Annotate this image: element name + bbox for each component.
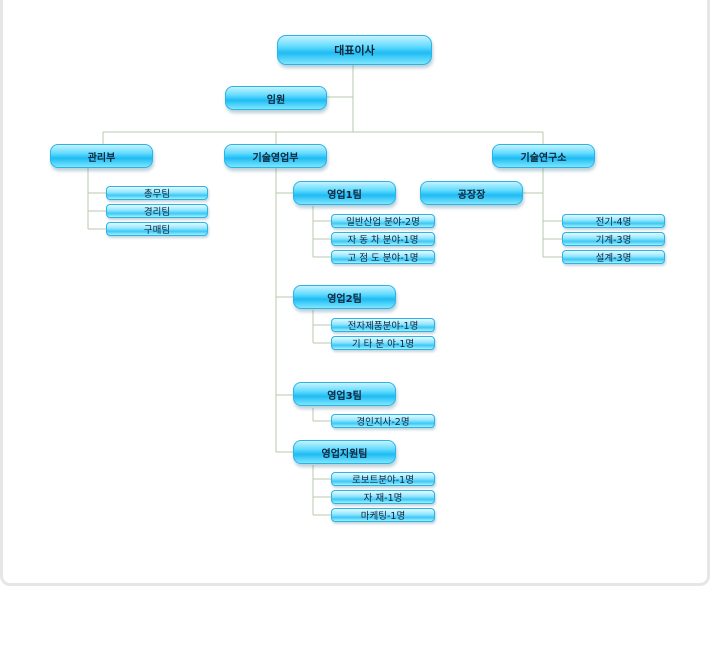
research-item[interactable]: 전기-4명 bbox=[562, 214, 665, 228]
sales-team2-node[interactable]: 영업2팀 bbox=[293, 285, 396, 309]
sales-team3-node[interactable]: 영업3팀 bbox=[293, 382, 396, 406]
sales-team2-item[interactable]: 기 타 분 야-1명 bbox=[331, 336, 435, 350]
sales-team2-item[interactable]: 전자제품분야-1명 bbox=[331, 318, 435, 332]
sales-team1-item[interactable]: 고 점 도 분야-1명 bbox=[331, 250, 435, 264]
general-affairs-team[interactable]: 총무팀 bbox=[106, 186, 208, 200]
factory-manager-node[interactable]: 공장장 bbox=[420, 181, 523, 205]
accounting-team[interactable]: 경리팀 bbox=[106, 204, 208, 218]
sales-team1-node[interactable]: 영업1팀 bbox=[293, 181, 396, 205]
management-dept-node[interactable]: 관리부 bbox=[50, 144, 153, 168]
purchasing-team[interactable]: 구매팀 bbox=[106, 222, 208, 236]
tech-sales-dept-node[interactable]: 기술영업부 bbox=[224, 144, 327, 168]
executive-node[interactable]: 임원 bbox=[225, 86, 327, 110]
sales-support-team-node[interactable]: 영업지원팀 bbox=[293, 440, 396, 464]
sales-support-item[interactable]: 로보트분야-1명 bbox=[331, 472, 435, 486]
sales-support-item[interactable]: 마케팅-1명 bbox=[331, 508, 435, 522]
sales-team1-item[interactable]: 자 동 차 분야-1명 bbox=[331, 232, 435, 246]
research-lab-node[interactable]: 기술연구소 bbox=[492, 144, 595, 168]
research-item[interactable]: 기계-3명 bbox=[562, 232, 665, 246]
sales-team3-item[interactable]: 경인지사-2명 bbox=[331, 414, 435, 428]
sales-support-item[interactable]: 자 재-1명 bbox=[331, 490, 435, 504]
sales-team1-item[interactable]: 일반산업 분야-2명 bbox=[331, 214, 435, 228]
research-item[interactable]: 설계-3명 bbox=[562, 250, 665, 264]
ceo-node[interactable]: 대표이사 bbox=[277, 35, 432, 65]
